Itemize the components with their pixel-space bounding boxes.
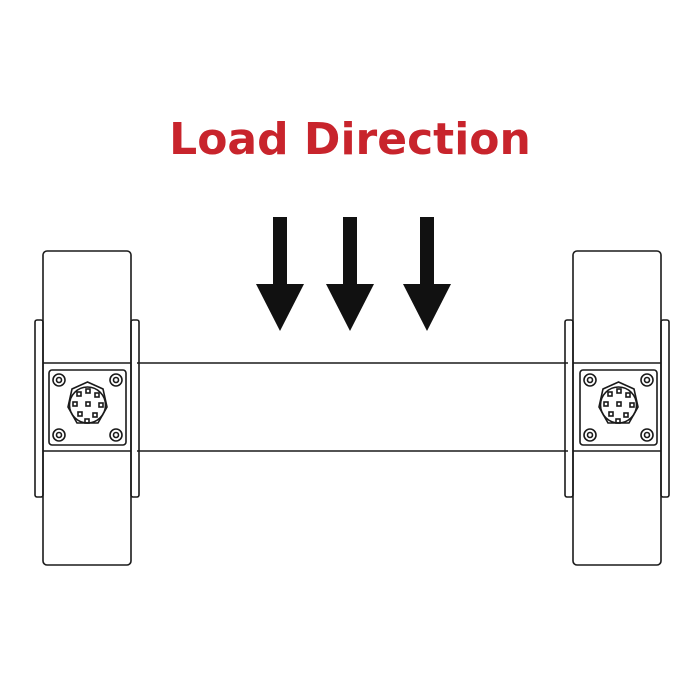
load-arrow-icon [403,217,451,331]
left-connector-icon [48,369,127,446]
right-wheel [564,250,670,566]
load-direction-title: Load Direction [169,114,531,165]
load-arrow-icon [256,217,304,331]
right-connector-icon [579,369,658,446]
shaft [137,362,568,452]
left-wheel [34,250,140,566]
load-arrow-icon [326,217,374,331]
